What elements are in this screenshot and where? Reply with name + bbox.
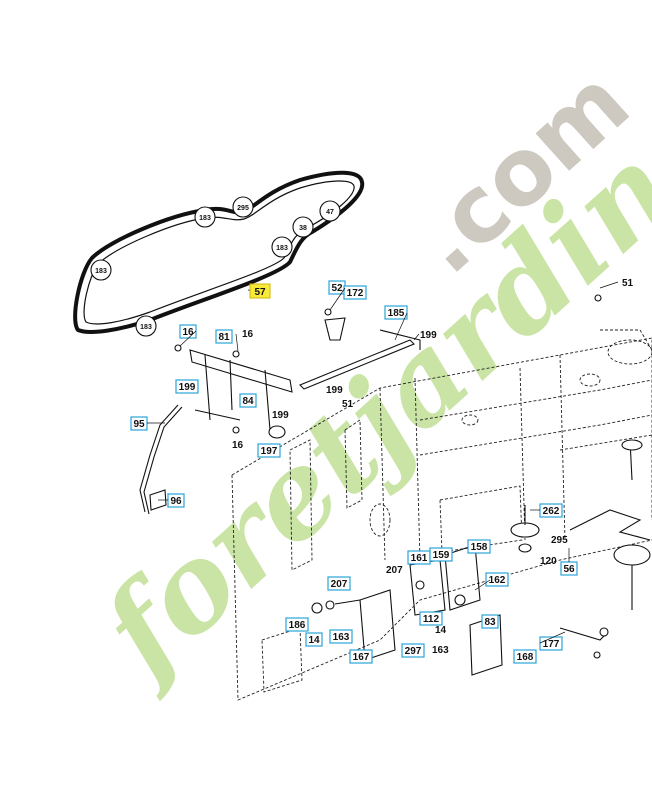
svg-text:57: 57 [254,287,266,298]
belt-callout-57[interactable]: 57 [249,283,271,299]
label-16: 16 [242,329,254,340]
callout-158[interactable]: 158 [467,539,491,554]
label-16: 16 [232,440,244,451]
pulley: 38 [292,216,314,238]
label-120: 120 [540,556,557,567]
callout-16[interactable]: 16 [179,324,197,339]
callout-96[interactable]: 96 [167,493,185,508]
drive-belt: 183 183 295 47 38 183 183 57 [73,170,365,337]
svg-text:183: 183 [140,324,152,331]
callout-168[interactable]: 168 [513,649,537,664]
pulley: 183 [90,259,112,281]
label-51: 51 [342,399,354,410]
chassis-frame [231,329,652,701]
svg-text:84: 84 [242,396,254,407]
pulley: 295 [232,196,254,218]
svg-text:95: 95 [133,419,145,430]
callout-186[interactable]: 186 [285,617,309,632]
callout-185[interactable]: 185 [384,305,408,320]
svg-text:262: 262 [543,506,560,517]
callout-197[interactable]: 197 [257,443,281,458]
watermark: foretjardin .com [71,49,652,706]
callout-56[interactable]: 56 [560,561,578,576]
svg-text:52: 52 [331,283,343,294]
svg-text:183: 183 [95,268,107,275]
label-163: 163 [432,645,449,656]
svg-text:207: 207 [331,579,348,590]
callout-262[interactable]: 262 [539,503,563,518]
svg-text:186: 186 [289,620,306,631]
label-51: 51 [622,278,634,289]
svg-text:159: 159 [433,550,450,561]
svg-text:297: 297 [405,646,422,657]
callout-199[interactable]: 199 [175,379,199,394]
callout-177[interactable]: 177 [539,636,563,651]
label-14: 14 [435,625,447,636]
pulley: 183 [194,206,216,228]
svg-text:183: 183 [199,215,211,222]
callout-162[interactable]: 162 [485,572,509,587]
callout-297[interactable]: 297 [401,643,425,658]
svg-text:38: 38 [299,225,307,232]
svg-text:96: 96 [170,496,182,507]
callout-163[interactable]: 163 [329,629,353,644]
svg-text:161: 161 [411,553,428,564]
callout-112[interactable]: 112 [419,611,443,626]
svg-text:163: 163 [333,632,350,643]
callout-81[interactable]: 81 [215,329,233,344]
callout-167[interactable]: 167 [349,649,373,664]
svg-text:295: 295 [237,205,249,212]
callout-84[interactable]: 84 [239,393,257,408]
svg-text:56: 56 [563,564,575,575]
svg-text:83: 83 [484,617,496,628]
svg-text:47: 47 [326,209,334,216]
svg-text:197: 197 [261,446,278,457]
svg-text:185: 185 [388,308,405,319]
label-295: 295 [551,535,568,546]
svg-text:16: 16 [182,327,194,338]
svg-text:183: 183 [276,245,288,252]
label-207: 207 [386,565,403,576]
svg-text:172: 172 [347,288,364,299]
pulley: 183 [271,236,293,258]
callout-161[interactable]: 161 [407,550,431,565]
callout-14[interactable]: 14 [305,632,323,647]
svg-text:177: 177 [543,639,560,650]
svg-text:158: 158 [471,542,488,553]
label-199: 199 [272,410,289,421]
deck-lift-assembly [139,294,651,676]
callout-95[interactable]: 95 [130,416,148,431]
callout-159[interactable]: 159 [429,547,453,562]
callout-172[interactable]: 172 [343,285,367,300]
callout-83[interactable]: 83 [481,614,499,629]
pulley: 183 [135,315,157,337]
label-199: 199 [326,385,343,396]
svg-text:199: 199 [179,382,196,393]
svg-text:162: 162 [489,575,506,586]
svg-text:112: 112 [423,614,440,625]
svg-text:14: 14 [308,635,320,646]
pulley: 47 [319,200,341,222]
svg-text:168: 168 [517,652,534,663]
callout-207[interactable]: 207 [327,576,351,591]
label-199: 199 [420,330,437,341]
svg-text:81: 81 [218,332,230,343]
svg-text:167: 167 [353,652,370,663]
